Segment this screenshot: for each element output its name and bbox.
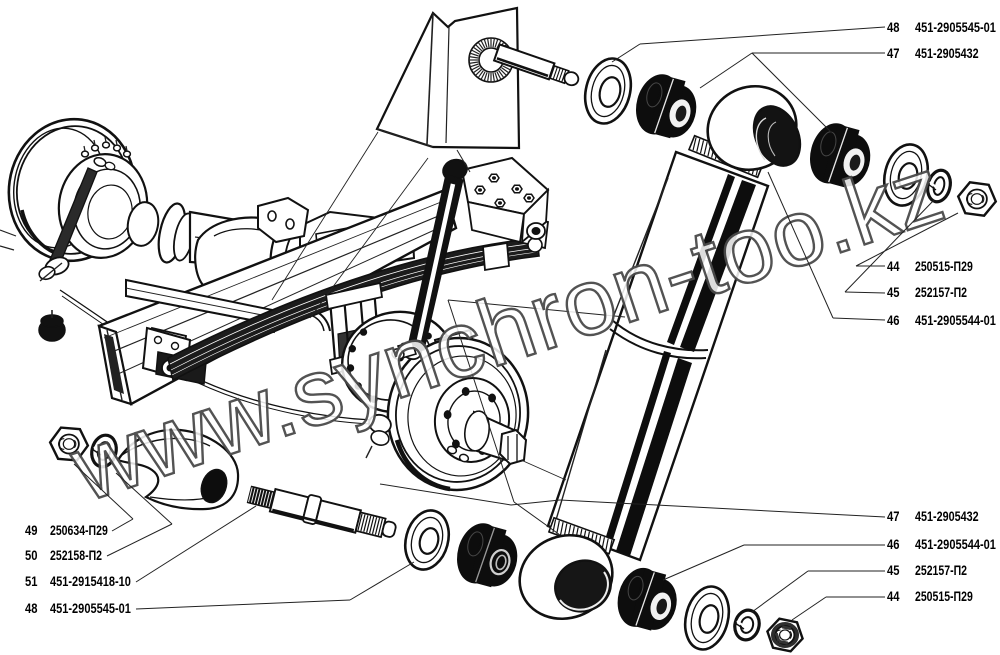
svg-text:451-2905544-01: 451-2905544-01 [915, 537, 996, 552]
svg-text:45: 45 [887, 563, 900, 578]
svg-text:51: 51 [25, 574, 38, 589]
svg-text:46: 46 [887, 313, 900, 328]
svg-text:47: 47 [887, 509, 900, 524]
svg-text:45: 45 [887, 285, 900, 300]
svg-text:252157-П2: 252157-П2 [915, 285, 967, 300]
svg-text:250634-П29: 250634-П29 [50, 523, 108, 538]
svg-text:48: 48 [25, 601, 38, 616]
svg-text:44: 44 [887, 259, 900, 274]
svg-text:44: 44 [887, 589, 900, 604]
svg-text:49: 49 [25, 523, 38, 538]
svg-text:50: 50 [25, 548, 38, 563]
svg-text:47: 47 [887, 46, 900, 61]
svg-text:252158-П2: 252158-П2 [50, 548, 102, 563]
svg-text:451-2905545-01: 451-2905545-01 [50, 601, 131, 616]
svg-text:451-2905432: 451-2905432 [915, 509, 979, 524]
svg-text:451-2915418-10: 451-2915418-10 [50, 574, 131, 589]
svg-text:451-2905545-01: 451-2905545-01 [915, 20, 996, 35]
svg-text:46: 46 [887, 537, 900, 552]
svg-text:451-2905544-01: 451-2905544-01 [915, 313, 996, 328]
svg-text:250515-П29: 250515-П29 [915, 589, 973, 604]
svg-text:451-2905432: 451-2905432 [915, 46, 979, 61]
svg-text:48: 48 [887, 20, 900, 35]
svg-text:250515-П29: 250515-П29 [915, 259, 973, 274]
svg-text:252157-П2: 252157-П2 [915, 563, 967, 578]
